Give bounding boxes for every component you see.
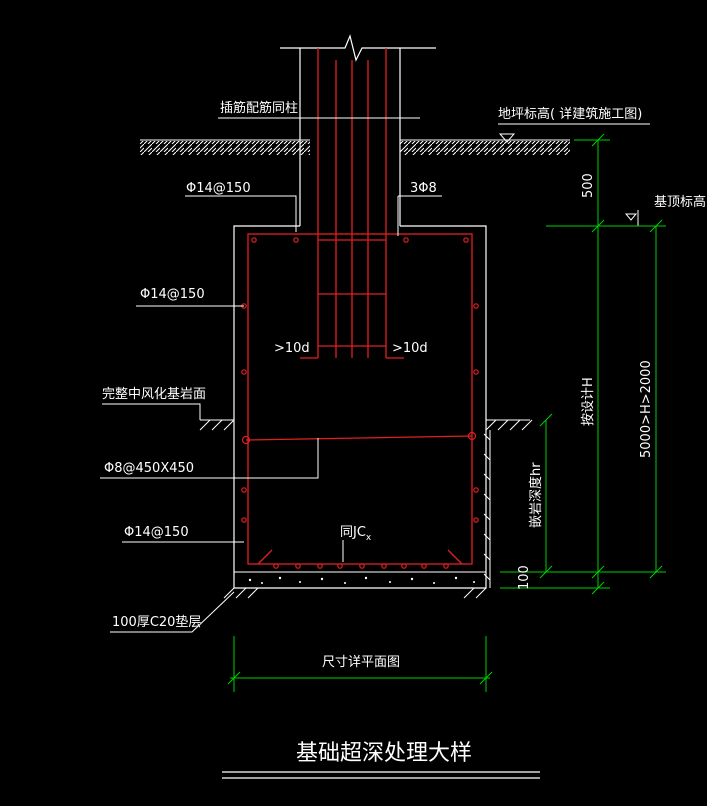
label-design-height: 按设计H (581, 377, 596, 426)
ground-surface (140, 139, 570, 155)
label-same-jc: 同JCx (340, 525, 372, 543)
label-column-rebar: 插筋配筋同柱 (220, 100, 298, 116)
leader-lines (100, 117, 650, 633)
label-ground-level: 地坪标高( 详建筑施工图) (498, 106, 642, 122)
rock-hatch (199, 419, 533, 599)
foundation-outline (233, 225, 487, 589)
label-dim-h-range: 5000>H>2000 (639, 360, 654, 458)
label-tie-bar: Φ8@450X450 (104, 461, 194, 476)
label-rock-surface: 完整中风化基岩面 (102, 387, 206, 402)
cushion-layer (248, 576, 475, 584)
label-cushion: 100厚C20垫层 (112, 614, 201, 630)
label-dim-500: 500 (581, 173, 596, 198)
drawing-title: 基础超深处理大样 (296, 741, 472, 766)
label-anchor-right: >10d (392, 341, 428, 356)
title-underline (222, 771, 540, 779)
label-dim-100: 100 (517, 565, 532, 590)
label-bottom-bar: Φ14@150 (124, 525, 189, 540)
label-plan-size: 尺寸详平面图 (322, 655, 400, 670)
label-embed-depth: 嵌岩深度hr (528, 462, 544, 528)
label-base-level: 基顶标高 (654, 194, 706, 210)
dimension-lines (227, 133, 666, 692)
label-anchor-left: >10d (274, 341, 310, 356)
column-outline (280, 34, 436, 226)
label-stirrup: 3Φ8 (410, 181, 437, 196)
label-side-bar: Φ14@150 (140, 287, 205, 302)
rebar-cage (245, 48, 473, 565)
rebar-dots (241, 237, 479, 569)
label-top-bar: Φ14@150 (186, 181, 251, 196)
